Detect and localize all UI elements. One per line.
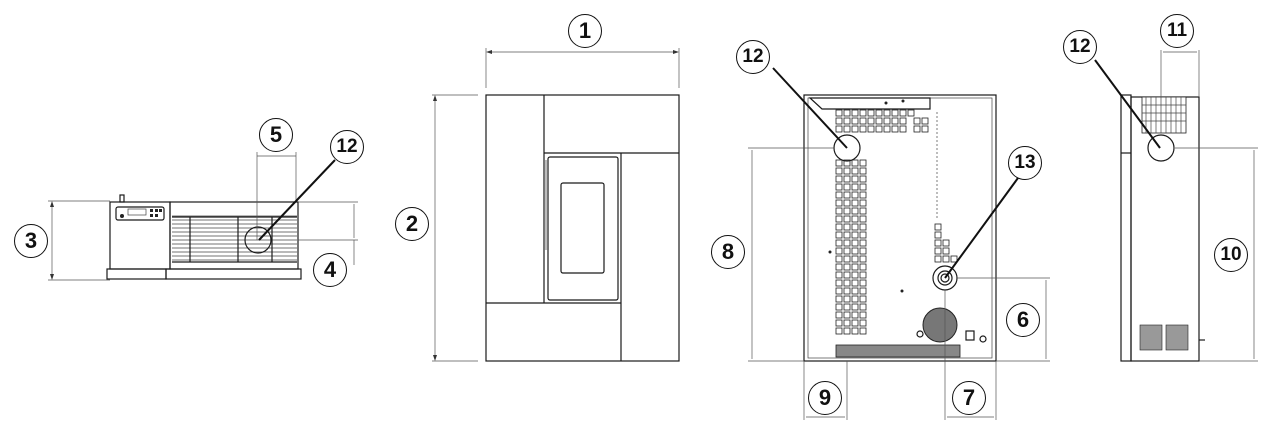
callout-11-grille-depth: 11	[1160, 14, 1194, 48]
callout-3-depth: 3	[14, 224, 48, 258]
callout-2-height: 2	[395, 207, 429, 241]
callout-7-flue-side: 7	[952, 381, 986, 415]
callout-13-flue-outlet: 13	[1008, 146, 1042, 180]
callout-10-air-height-side: 10	[1214, 238, 1248, 272]
callout-9-air-side: 9	[808, 381, 842, 415]
callout-8-air-height: 8	[711, 235, 745, 269]
callout-6-flue-height: 6	[1006, 303, 1040, 337]
callout-12-air-outlet-top: 12	[330, 130, 364, 164]
callout-5-flue-lateral: 5	[259, 118, 293, 152]
rear-view	[748, 67, 1050, 420]
callout-12-air-outlet-rear: 12	[736, 40, 770, 74]
top-view	[48, 152, 358, 281]
callout-1-width: 1	[568, 14, 602, 48]
callout-4-flue-offset: 4	[313, 253, 347, 287]
side-view	[1094, 50, 1258, 362]
front-view	[432, 48, 680, 362]
callout-12-air-outlet-side: 12	[1063, 30, 1097, 64]
